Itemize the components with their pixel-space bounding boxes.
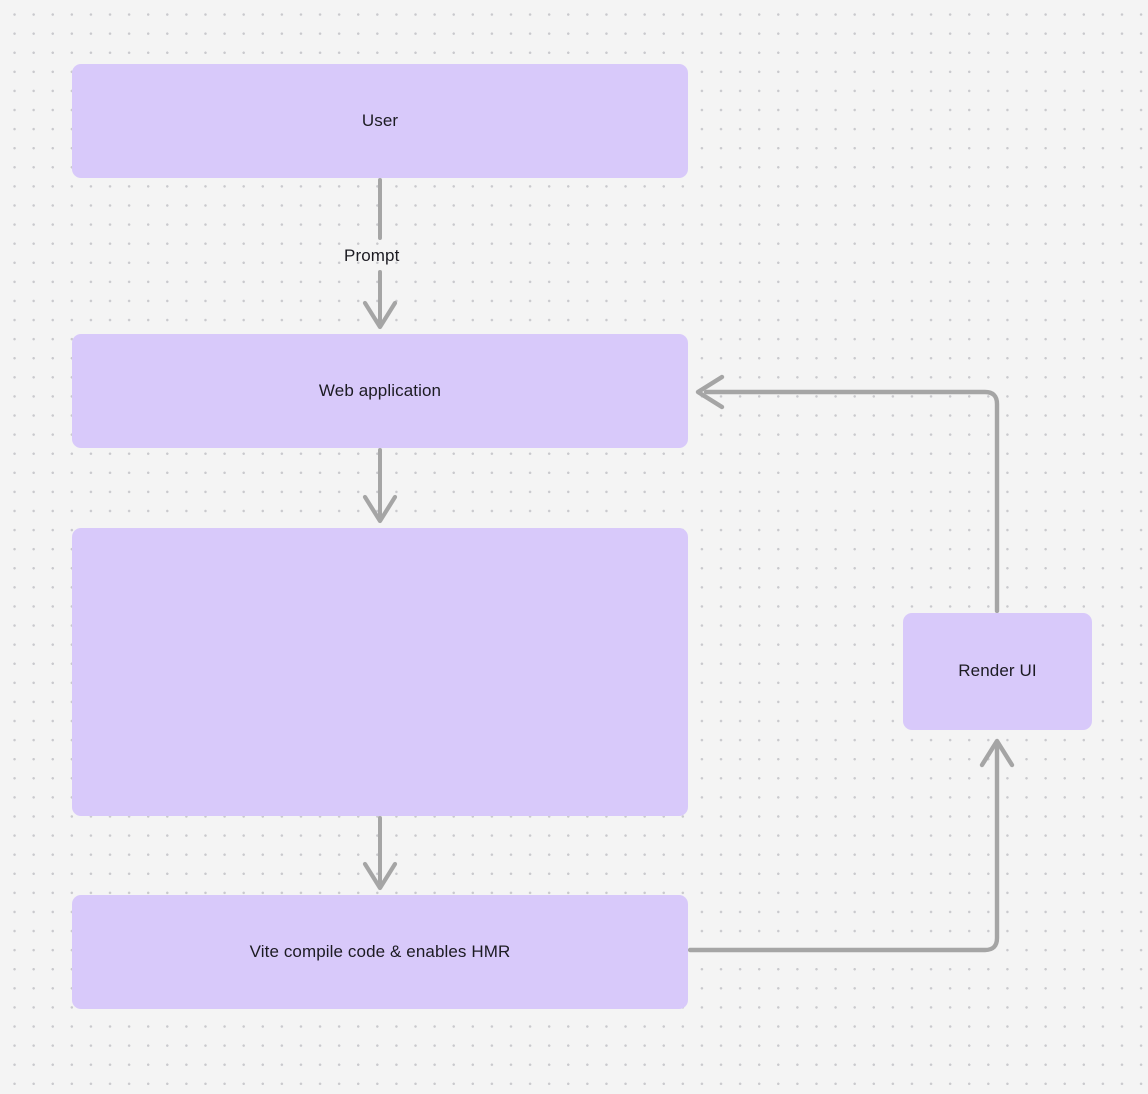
node-web-application[interactable]: Web application (72, 334, 688, 448)
node-vite-label: Vite compile code & enables HMR (249, 941, 511, 961)
edge-vite-to-render-ui (687, 738, 1015, 953)
edge-render-ui-to-web-application (695, 374, 1000, 614)
node-vite[interactable]: Vite compile code & enables HMR (72, 895, 688, 1009)
node-reusable-react-components-container[interactable]: HTML = structure CSS = Styles & Layouts … (72, 528, 688, 816)
node-user[interactable]: User (72, 64, 688, 178)
node-render-ui-label: Render UI (958, 661, 1037, 681)
node-web-application-label: Web application (318, 380, 442, 400)
edge-components-to-vite (362, 816, 398, 891)
edge-label-prompt: Prompt (344, 246, 400, 265)
edge-web-application-to-components (362, 448, 398, 524)
node-user-label: User (361, 110, 399, 130)
node-render-ui[interactable]: Render UI (903, 613, 1092, 730)
